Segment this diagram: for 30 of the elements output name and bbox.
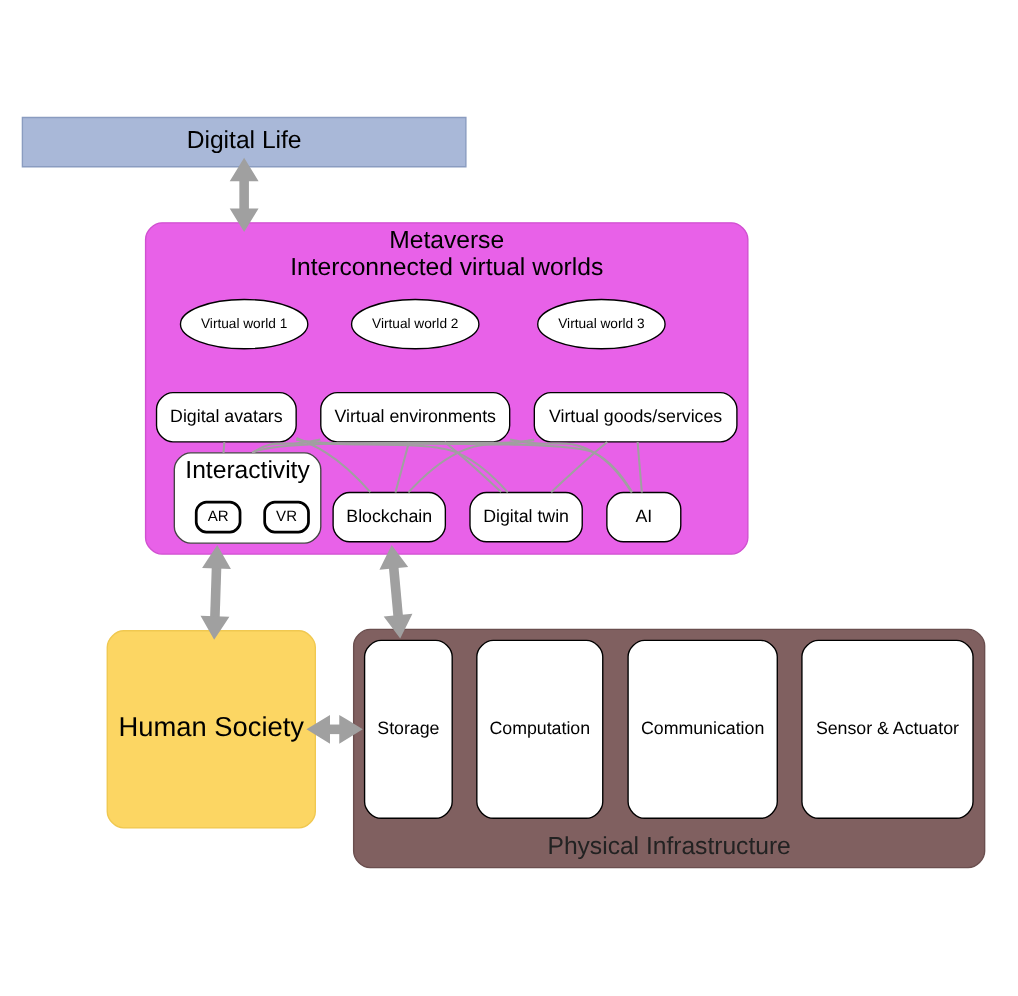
arrow: [379, 545, 413, 639]
node-box: Digital avatars: [155, 391, 297, 443]
connector: [394, 441, 410, 493]
node-box: Human Society: [106, 630, 316, 829]
connector: [252, 439, 535, 454]
node-box: AR: [194, 500, 242, 534]
connector: [296, 438, 634, 493]
connector: [251, 438, 321, 454]
node-box: Digital Life: [21, 116, 467, 168]
node-box: VR: [263, 500, 310, 534]
node-box: AI: [606, 491, 682, 543]
node-box: Sensor & Actuator: [801, 639, 974, 819]
connector: [296, 437, 372, 493]
node-box: Digital twin: [469, 491, 583, 543]
arrow: [229, 157, 259, 233]
connector: [407, 438, 535, 494]
arrow: [200, 544, 231, 640]
arrow: [306, 714, 363, 744]
connector: [636, 442, 643, 493]
node-box: Blockchain: [332, 491, 447, 543]
node-box: Storage: [363, 639, 453, 819]
connector: [296, 438, 509, 494]
connector: [509, 438, 633, 493]
node-box: Virtual environments: [320, 391, 511, 443]
node-box: Virtual goods/services: [533, 391, 738, 443]
node-box: Computation: [476, 639, 604, 819]
connector: [444, 441, 502, 493]
connector: [222, 442, 226, 453]
node-box: Communication: [627, 639, 778, 819]
connector: [550, 441, 608, 493]
